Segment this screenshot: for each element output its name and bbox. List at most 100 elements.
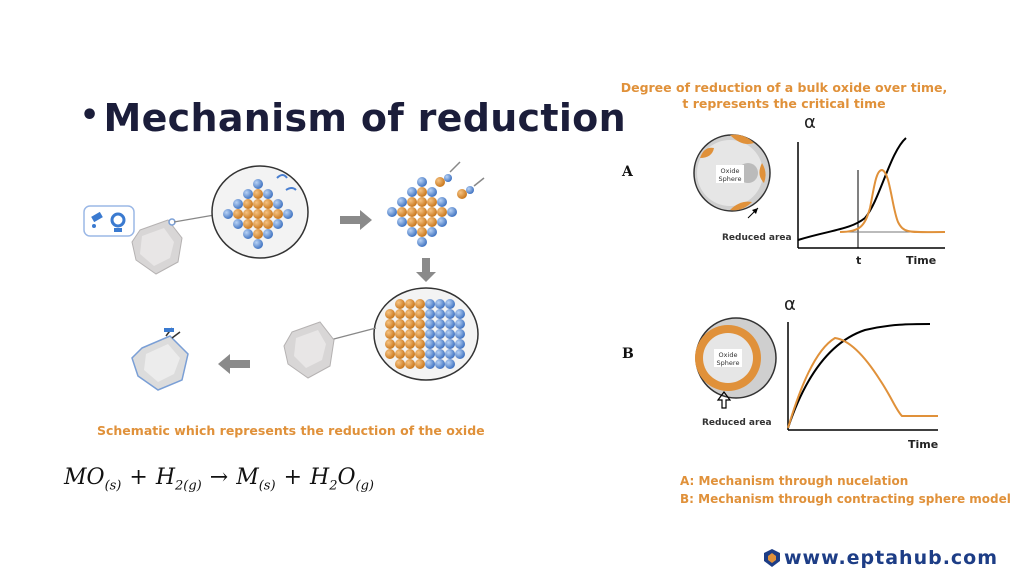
panel-a-x-axis: Time	[906, 254, 936, 267]
atom	[435, 319, 445, 329]
atom	[223, 209, 233, 219]
atom	[435, 299, 445, 309]
up-arrow-icon	[716, 391, 732, 409]
panel-b-sphere: Oxide Sphere	[695, 317, 777, 399]
atom	[427, 227, 437, 237]
eq-arrow: →	[209, 465, 229, 490]
atom	[233, 199, 243, 209]
atom	[417, 227, 427, 237]
atom	[427, 187, 437, 197]
atom	[405, 299, 415, 309]
right-title-line-2: t represents the critical time	[682, 96, 886, 111]
atom	[415, 299, 425, 309]
atom	[395, 299, 405, 309]
atom	[427, 197, 437, 207]
atom	[243, 209, 253, 219]
atom	[445, 359, 455, 369]
atom	[397, 197, 407, 207]
atom	[415, 309, 425, 319]
atom	[415, 349, 425, 359]
atom	[425, 319, 435, 329]
atom	[455, 329, 465, 339]
atom	[445, 329, 455, 339]
atom	[455, 319, 465, 329]
atom	[417, 187, 427, 197]
atom	[425, 359, 435, 369]
atom	[243, 199, 253, 209]
atom	[445, 349, 455, 359]
atom	[395, 359, 405, 369]
atom	[425, 329, 435, 339]
atom	[427, 207, 437, 217]
eq-m: M	[236, 465, 259, 490]
atom	[407, 197, 417, 207]
eq-m-sub: (s)	[258, 478, 276, 494]
atom	[425, 349, 435, 359]
legend-a: A: Mechanism through nucelation	[680, 474, 909, 488]
atom	[435, 359, 445, 369]
eq-plus-2: +	[283, 465, 302, 490]
atom	[233, 209, 243, 219]
atom	[385, 329, 395, 339]
water-molecule	[435, 161, 485, 199]
panel-a-sphere-label-1: Oxide	[721, 167, 740, 175]
atom	[263, 189, 273, 199]
reducing-particle	[283, 321, 335, 379]
atom	[427, 217, 437, 227]
pointer-arrow-icon	[752, 208, 758, 214]
atom	[385, 349, 395, 359]
atom	[407, 217, 417, 227]
hydrogen-badge	[83, 205, 135, 237]
atom	[435, 339, 445, 349]
atom	[243, 219, 253, 229]
atom	[253, 239, 263, 249]
atom	[455, 309, 465, 319]
legend: A: Mechanism through nucelation B: Mecha…	[680, 472, 1011, 508]
atom	[395, 339, 405, 349]
atom	[253, 189, 263, 199]
panel-a-sphere-label-2: Sphere	[719, 175, 742, 183]
metal-particle	[131, 327, 189, 391]
atom	[283, 209, 293, 219]
atom	[407, 187, 417, 197]
zoom-circle-oxide	[211, 165, 309, 259]
arrow-right-icon	[340, 210, 372, 230]
zoom-line-2	[329, 327, 377, 341]
atom	[243, 229, 253, 239]
atom	[435, 309, 445, 319]
atom	[407, 207, 417, 217]
atom	[385, 319, 395, 329]
eq-h2o-o: O	[337, 465, 356, 490]
atom	[253, 199, 263, 209]
eq-plus-1: +	[129, 465, 148, 490]
atom	[417, 197, 427, 207]
atom	[415, 319, 425, 329]
atom	[437, 197, 447, 207]
legend-b: B: Mechanism through contracting sphere …	[680, 492, 1011, 506]
atom	[243, 189, 253, 199]
atom	[425, 299, 435, 309]
panel-a-diagram: Oxide Sphere Reduced area α t Time	[693, 112, 946, 267]
panel-a-plot	[797, 137, 946, 249]
panel-a-sphere: Oxide Sphere	[693, 134, 771, 212]
atom	[253, 229, 263, 239]
atom	[263, 209, 273, 219]
atom	[445, 309, 455, 319]
atom	[273, 199, 283, 209]
panel-b-label: B	[622, 346, 634, 362]
page-title-text: Mechanism of reduction	[103, 96, 626, 140]
reduction-schematic	[83, 161, 485, 391]
atom	[405, 329, 415, 339]
atom	[425, 309, 435, 319]
atom	[405, 359, 415, 369]
panel-b-plot	[787, 322, 938, 431]
atom	[273, 219, 283, 229]
atom	[387, 207, 397, 217]
eq-h2o-sub: (g)	[355, 478, 374, 494]
eq-h2o-h: H	[310, 465, 330, 490]
atom	[417, 237, 427, 247]
brand-url[interactable]: www.eptahub.com	[784, 547, 999, 569]
atom	[437, 217, 447, 227]
atom	[415, 329, 425, 339]
panel-b-reduced-area: Reduced area	[702, 418, 772, 428]
